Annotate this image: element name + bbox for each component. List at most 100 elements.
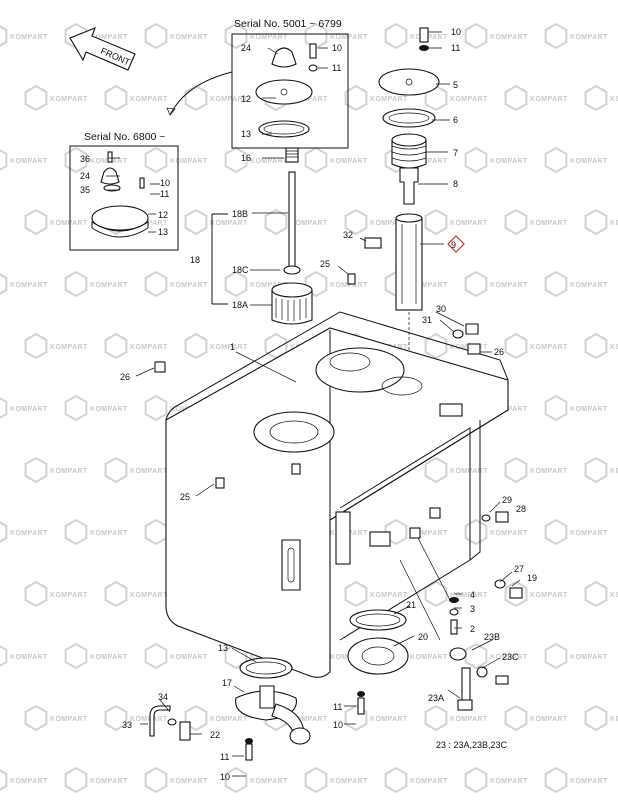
label-6: 6 [453,115,458,125]
sight-gauge [281,539,301,591]
label-29: 29 [502,495,512,505]
label-12-top: 12 [241,94,251,104]
watermark-hex [144,22,168,50]
watermark-text: KOMPART [130,96,168,103]
watermark-hex [264,208,288,236]
watermark-hex [584,456,608,484]
label-12-left: 12 [158,210,168,220]
watermark-hex [584,84,608,112]
watermark-text: KOMPART [610,220,618,227]
label-31: 31 [422,315,432,325]
watermark-hex [0,645,8,667]
watermark-text: KOMPART [410,282,448,289]
label-23c: 23C [502,652,519,662]
label-16: 16 [241,153,251,163]
watermark-hex [64,766,88,794]
inset-leader-curve [169,71,233,116]
watermark-text: KOMPART [330,778,368,785]
label-10-top-right: 10 [451,27,461,37]
watermark-text: KOMPART [450,716,488,723]
label-11-top-right: 11 [451,43,460,53]
magnet-32 [364,237,382,249]
drain-port-assembly [149,657,311,761]
label-11-bottom-left: 11 [220,752,229,762]
label-32: 32 [343,230,353,240]
watermark-hex [544,518,568,546]
label-22: 22 [210,730,220,740]
watermark-hex [584,332,608,360]
label-26-left: 26 [120,372,130,382]
label-1: 1 [230,342,235,352]
watermark-hex [224,146,248,174]
label-11-left: 11 [160,189,169,199]
label-10-bottom-mid: 10 [333,720,343,730]
watermark-text: KOMPART [610,716,618,723]
label-28: 28 [516,504,526,514]
watermark-text: KOMPART [250,158,288,165]
part-labels: 10 11 5 6 7 8 9 24 10 11 12 13 16 36 24 … [80,27,537,782]
suction-strainer-assembly [211,147,313,325]
watermark-text: KOMPART [410,778,448,785]
label-11-bottom-mid: 11 [333,702,342,712]
watermark-text: KOMPART [250,34,288,41]
watermark-text: KOMPART [50,716,88,723]
watermark-hex [184,84,208,112]
watermark-text: KOMPART [570,34,608,41]
watermark-hex [24,208,48,236]
watermark-hex [304,270,328,298]
breather-cap-top [271,47,297,68]
watermark-text: KOMPART [10,158,48,165]
watermark-hex [584,208,608,236]
watermark-text: KOMPART [330,282,368,289]
watermark-text: KOMPART [290,716,328,723]
label-34: 34 [158,692,168,702]
watermark-text: KOMPART [450,96,488,103]
watermark-text: KOMPART [370,592,408,599]
watermark-hex [464,146,488,174]
watermark-hex [144,394,168,422]
label-20: 20 [418,632,428,642]
watermark-text: KOMPART [450,592,488,599]
label-8: 8 [453,179,458,189]
watermark-text: KOMPART [530,592,568,599]
watermark-text: KOMPART [130,344,168,351]
watermark-text: KOMPART [530,96,568,103]
watermark-text: KOMPART [530,344,568,351]
watermark-hex [64,642,88,670]
watermark-text: KOMPART [610,96,618,103]
label-10-left: 10 [160,178,170,188]
watermark-text: KOMPART [490,654,528,661]
o-ring-21 [349,609,407,631]
watermark-text: KOMPART [90,406,128,413]
washer-top [308,64,318,72]
label-7: 7 [453,148,458,158]
watermark-text: KOMPART [170,654,208,661]
watermark-text: KOMPART [330,34,368,41]
watermark-hex [504,704,528,732]
watermark-hex [464,22,488,50]
watermark-hex [0,769,8,791]
watermark-text: KOMPART [570,530,608,537]
label-10-bottom-left: 10 [220,772,230,782]
watermark-hex [424,208,448,236]
watermark-hex [64,394,88,422]
watermark-hex [344,580,368,608]
watermark-hex [504,84,528,112]
watermark-hex [104,704,128,732]
inset-box-left [69,145,179,251]
watermark-text: KOMPART [570,158,608,165]
serial-top-label: Serial No. 5001 ~ 6799 [234,18,342,30]
watermark-hex [64,146,88,174]
watermark-text: KOMPART [90,282,128,289]
watermark-text: KOMPART [10,282,48,289]
nut-18c [283,265,301,275]
watermark-hex [544,146,568,174]
watermark-hex [104,580,128,608]
watermark-hex [224,22,248,50]
label-13-bottom: 13 [218,643,228,653]
watermark-hex [104,456,128,484]
watermark-hex [304,146,328,174]
watermark-text: KOMPART [570,406,608,413]
inset-serial-5001-6799: Serial No. 5001 ~ 6799 [231,18,349,149]
